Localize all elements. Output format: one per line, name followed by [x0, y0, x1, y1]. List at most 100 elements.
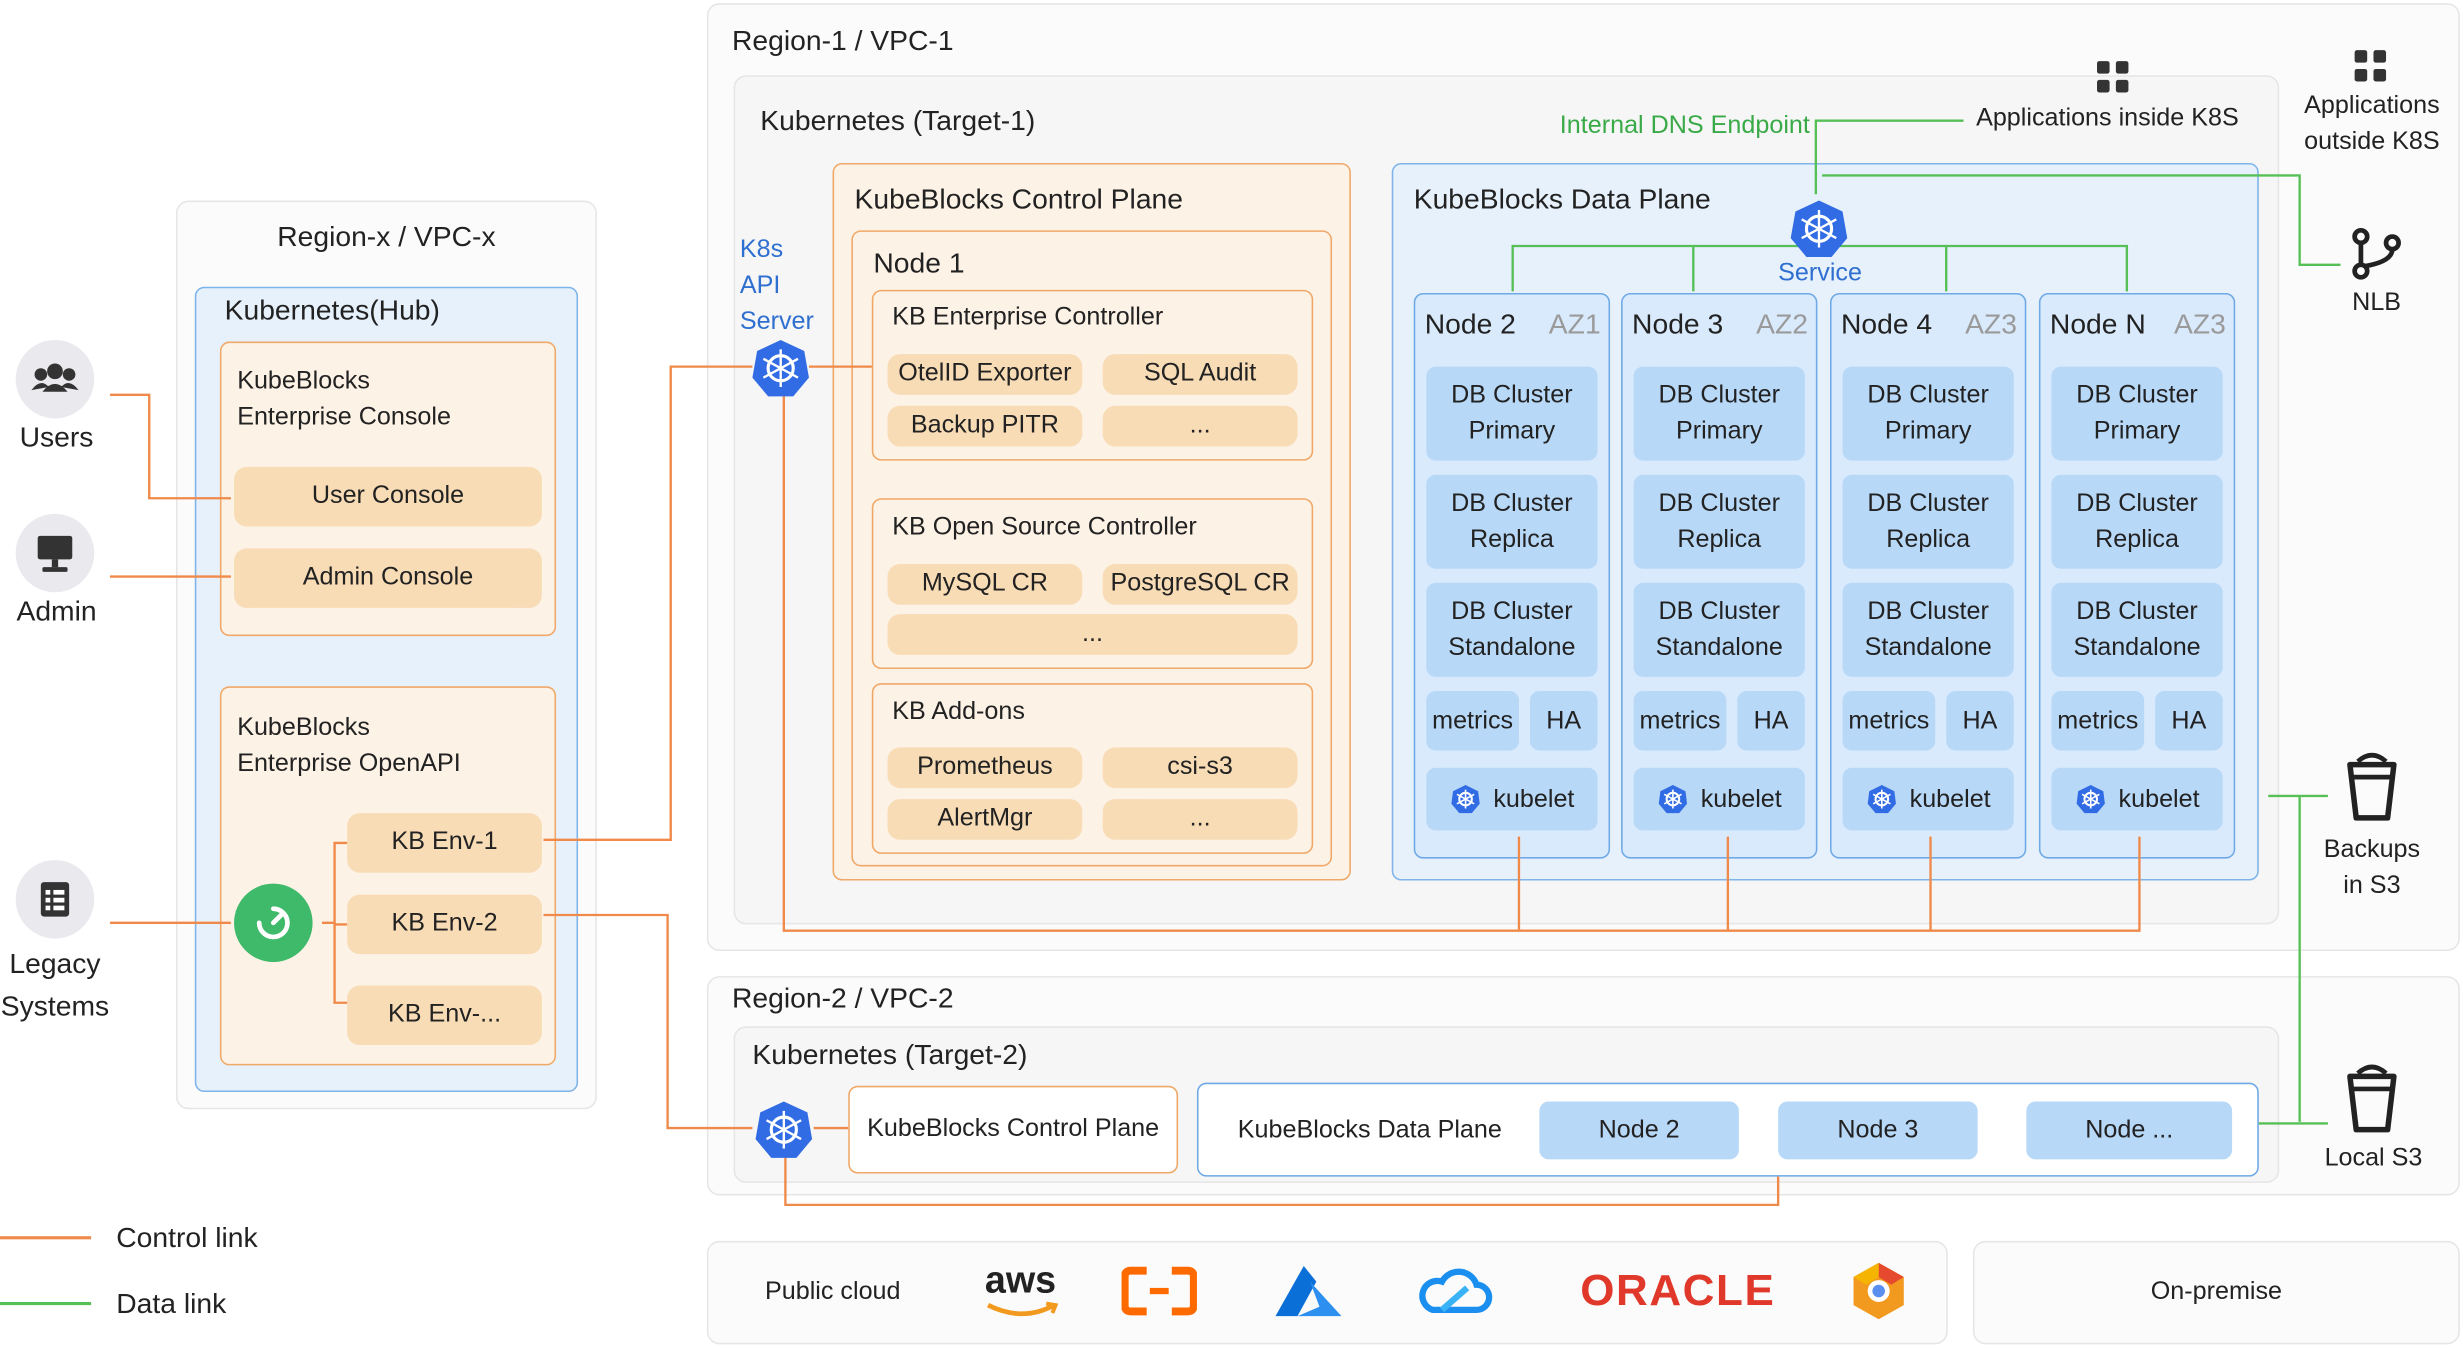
hub-title: Kubernetes(Hub)	[224, 294, 440, 326]
availability-zone-label: AZ2	[1756, 308, 1809, 340]
k8s-api-server-icon	[752, 339, 809, 397]
admin-icon	[15, 513, 95, 593]
on-premise-bar	[1972, 1240, 2460, 1345]
csi-s3: csi-s3	[1102, 747, 1298, 789]
kubernetes-wheel-icon	[2076, 784, 2105, 814]
backups-bucket-icon	[2344, 749, 2401, 824]
kb-add-ons-title: KB Add-ons	[892, 698, 1025, 726]
enterprise-console-title: KubeBlocks Enterprise Console	[237, 368, 451, 431]
apps-inside-grid-icon	[2095, 60, 2130, 94]
ha-badge: HA	[2155, 690, 2223, 751]
openapi-to-envs-link	[322, 841, 348, 1004]
local-s3-bucket-icon	[2344, 1061, 2401, 1136]
alertmgr: AlertMgr	[887, 799, 1083, 840]
public-cloud-label: Public cloud	[764, 1278, 901, 1306]
alibaba-cloud-icon	[1120, 1266, 1198, 1316]
control-plane-title: KubeBlocks Control Plane	[854, 183, 1184, 215]
users-icon	[15, 339, 95, 419]
local-s3-label: Local S3	[2324, 1145, 2423, 1172]
kubelet-label: kubelet	[2118, 785, 2200, 813]
db-cluster-primary: DB Cluster Primary	[1842, 366, 2014, 461]
data-plane-title: KubeBlocks Data Plane	[1413, 183, 1711, 215]
internal-dns-endpoint-label: Internal DNS Endpoint	[1559, 112, 1810, 140]
kb-env-2[interactable]: KB Env-2	[347, 894, 542, 955]
region2-node-more: Node ...	[2026, 1101, 2233, 1160]
kubelet-label: kubelet	[1909, 785, 1991, 813]
node-1-title: Node 1	[873, 247, 965, 279]
metrics-badge: metrics	[1426, 690, 1519, 751]
env1-to-api-server-link	[543, 365, 753, 841]
service-label: Service	[1778, 260, 1862, 287]
db-cluster-replica: DB Cluster Replica	[1842, 474, 2014, 569]
metrics-badge: metrics	[2051, 690, 2145, 751]
legend-data-label: Data link	[116, 1287, 227, 1320]
openapi-gauge-icon	[234, 883, 313, 963]
kubelet-label: kubelet	[1700, 785, 1782, 813]
db-cluster-standalone: DB Cluster Standalone	[2051, 582, 2223, 677]
service-k8s-icon	[1790, 200, 1848, 257]
region2-api-to-nodes-link	[784, 1156, 1780, 1207]
kubelet-badge: kubelet	[1842, 767, 2014, 831]
admin-label: Admin	[16, 595, 97, 627]
region2-data-plane-title: KubeBlocks Data Plane	[1237, 1117, 1502, 1144]
metrics-badge: metrics	[1633, 690, 1727, 751]
public-cloud-bar	[706, 1240, 1948, 1345]
k8s-api-server-label: K8s API Server	[739, 236, 814, 336]
data-plane-node-name: Node 3	[1632, 308, 1724, 340]
apps-inside-k8s-label: Applications inside K8S	[1976, 104, 2239, 132]
s3-data-links	[2258, 794, 2328, 1125]
db-cluster-standalone: DB Cluster Standalone	[1426, 582, 1598, 677]
legacy-systems-icon	[15, 860, 95, 939]
kb-env-1[interactable]: KB Env-1	[347, 813, 542, 873]
on-premise-label: On-premise	[2150, 1278, 2283, 1306]
addons-more: ...	[1102, 799, 1298, 840]
region2-control-plane: KubeBlocks Control Plane	[848, 1085, 1179, 1174]
backups-in-s3-label: Backups in S3	[2323, 836, 2421, 900]
gcp-icon	[1847, 1260, 1910, 1323]
azure-icon	[1272, 1263, 1344, 1319]
region2-node-3: Node 3	[1778, 1101, 1978, 1160]
data-plane-node-name: Node N	[2049, 308, 2146, 340]
kb-env-more[interactable]: KB Env-...	[347, 985, 542, 1046]
region2-node-2: Node 2	[1539, 1101, 1739, 1160]
region-2-title: Region-2 / VPC-2	[731, 982, 954, 1014]
users-label: Users	[19, 421, 94, 453]
db-cluster-replica: DB Cluster Replica	[1426, 474, 1598, 569]
k8s-target-2-title: Kubernetes (Target-2)	[752, 1038, 1028, 1071]
db-cluster-primary: DB Cluster Primary	[1426, 366, 1598, 461]
user-console-button[interactable]: User Console	[234, 466, 542, 527]
kubernetes-wheel-icon	[1450, 784, 1480, 814]
kubelets-drop-links	[1517, 836, 1932, 931]
nlb-branch-icon	[2350, 227, 2403, 280]
open-source-more: ...	[887, 614, 1298, 655]
api-to-kubelets-link	[782, 394, 2141, 932]
enterprise-more: ...	[1102, 405, 1298, 447]
legend-control-label: Control link	[116, 1222, 258, 1254]
tencent-cloud-icon	[1417, 1263, 1496, 1319]
nlb-label: NLB	[2352, 289, 2402, 317]
aws-smile-icon	[983, 1299, 1062, 1318]
data-plane-node-name: Node 4	[1840, 308, 1933, 340]
env2-to-region2-api-link	[543, 913, 753, 1130]
admin-console-button[interactable]: Admin Console	[234, 548, 542, 608]
legend-data-line	[0, 1302, 92, 1305]
mysql-cr: MySQL CR	[887, 564, 1083, 605]
kubelet-badge: kubelet	[2051, 767, 2223, 831]
availability-zone-label: AZ3	[2173, 308, 2226, 340]
kubernetes-wheel-icon	[1658, 784, 1687, 814]
db-cluster-primary: DB Cluster Primary	[2051, 366, 2223, 461]
db-cluster-replica: DB Cluster Replica	[2051, 474, 2223, 569]
legacy-systems-label: Legacy Systems	[0, 947, 110, 1022]
service-to-nlb-link	[1822, 174, 2341, 266]
ha-badge: HA	[1529, 690, 1598, 751]
region2-api-server-icon	[755, 1101, 813, 1158]
postgresql-cr: PostgreSQL CR	[1102, 564, 1298, 605]
aws-logo: aws	[984, 1259, 1057, 1303]
oracle-logo: ORACLE	[1580, 1265, 1776, 1315]
ha-badge: HA	[1737, 690, 1805, 751]
region-x-title: Region-x / VPC-x	[277, 220, 496, 253]
kubernetes-wheel-icon	[1867, 784, 1896, 814]
dns-to-apps-inside-link	[1814, 119, 1964, 195]
ha-badge: HA	[1946, 690, 2014, 751]
